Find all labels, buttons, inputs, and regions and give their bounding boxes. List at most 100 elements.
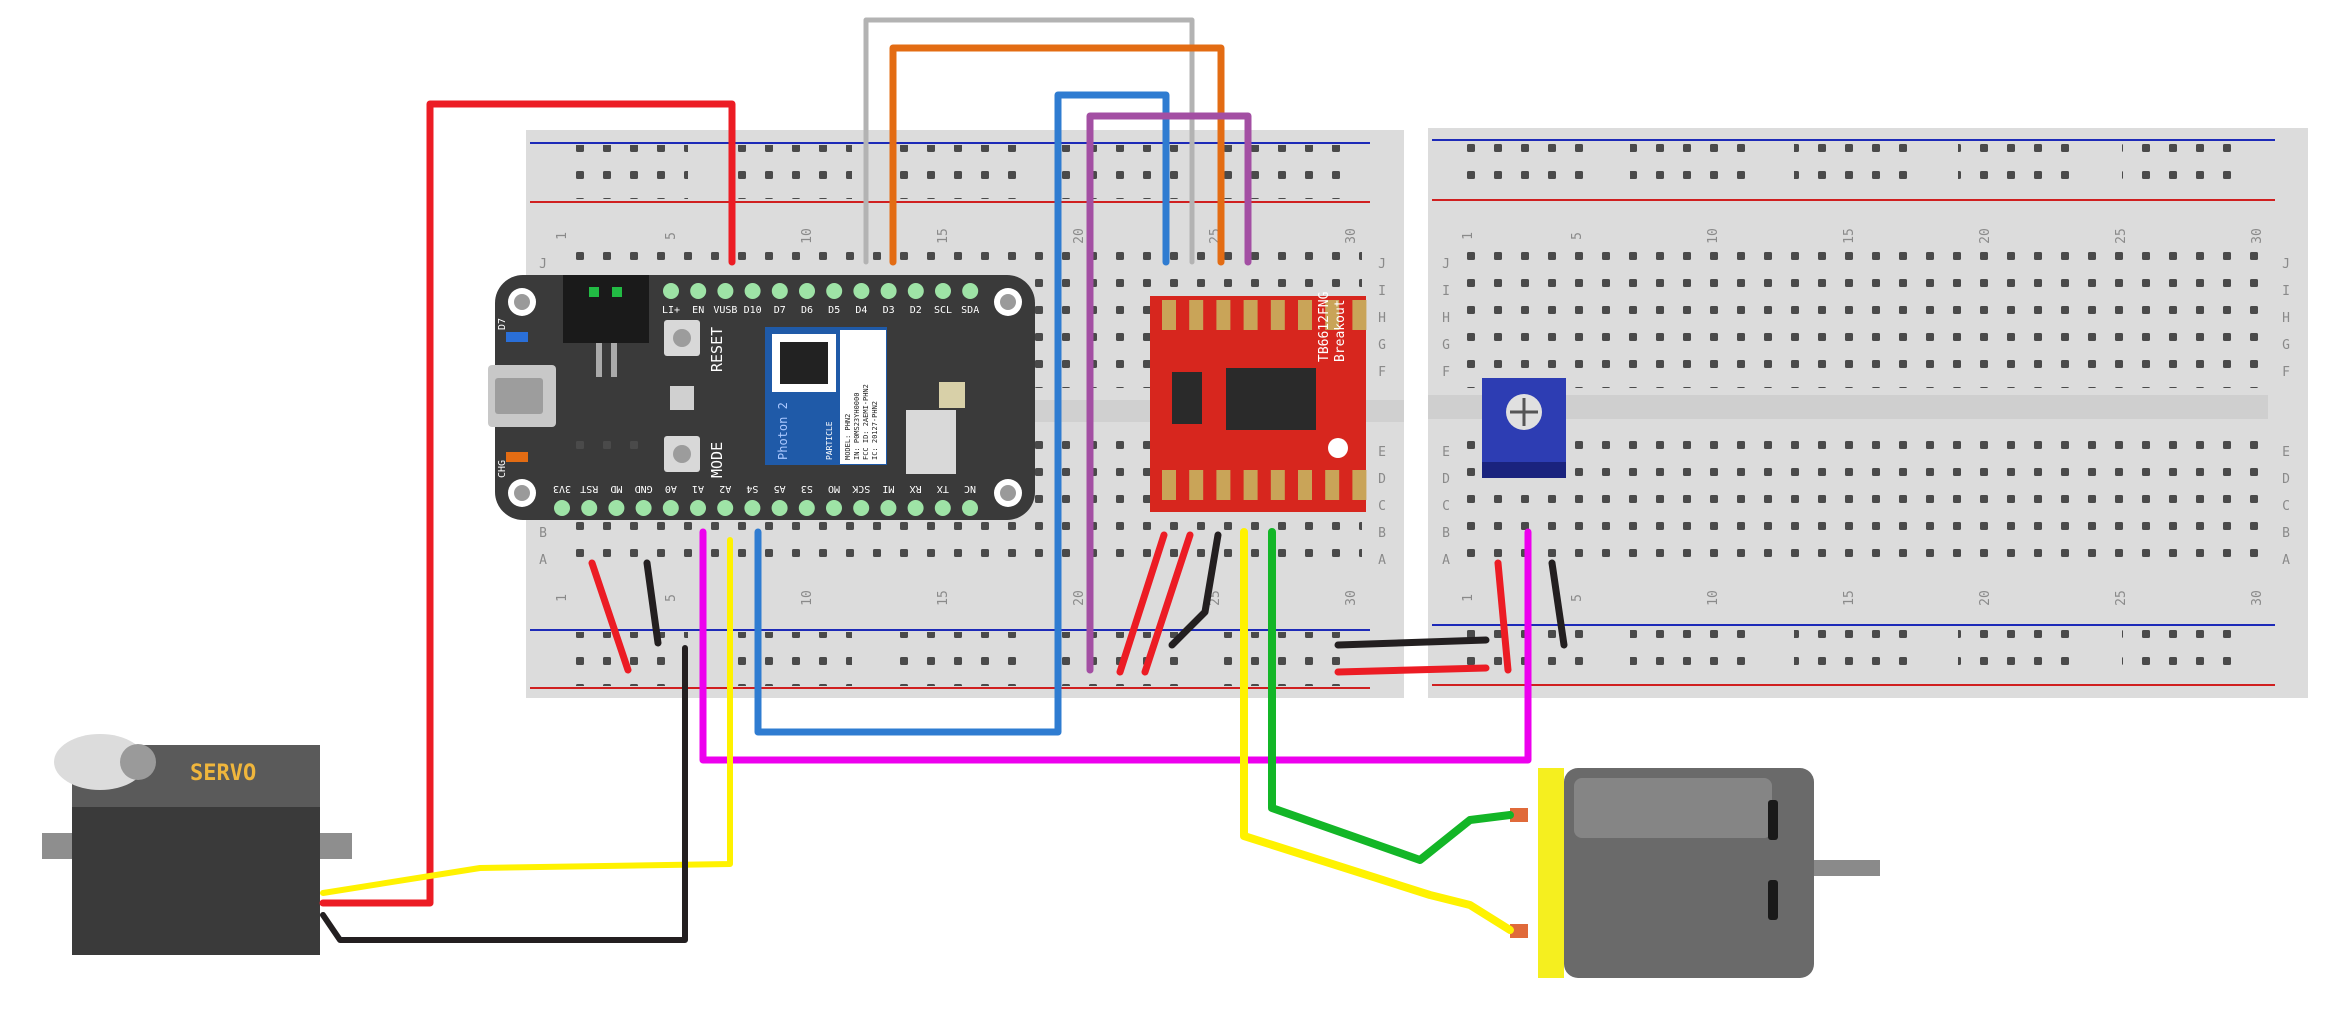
pin-bottom [744,500,761,516]
pin-label: MD [610,483,622,494]
pin-bottom [853,500,870,516]
debug-header [566,432,638,460]
rail-holes-bottom-right [1466,628,2248,682]
dc-motor [1510,768,1880,978]
wire-black-jumper-1 [643,559,662,647]
row-letter: B [1378,526,1386,541]
row-letter: H [2282,311,2290,326]
module-name: Photon 2 [776,402,790,460]
servo-motor: SERVO [42,734,352,955]
pin-label: GND [635,483,653,494]
row-letter: F [1442,365,1450,380]
battery-connector [563,275,649,377]
driver-pad-top [1352,300,1367,330]
driver-regulator [1172,372,1202,424]
pin-bottom [934,500,951,516]
wire-magenta [699,528,1532,764]
row-letter: A [539,553,547,568]
row-letter: A [2282,553,2290,568]
row-letter: G [2282,338,2290,353]
wire-red-jumper-3 [1141,531,1194,676]
wire-green-motor [1268,528,1514,864]
module-line: IC: 20127-PHN2 [871,401,879,460]
column-number-bottom: 20 [1978,590,1993,606]
rail-holes-top [562,145,1344,199]
column-number-bottom: 1 [1461,594,1476,602]
pin-label: SCK [852,483,870,494]
wire-red-bridge [1334,664,1490,676]
column-number-top: 15 [1842,228,1857,244]
pin-label: NC [964,483,976,494]
column-number-bottom: 5 [664,594,679,602]
row-letter: C [2282,499,2290,514]
potentiometer[interactable] [1482,378,1566,478]
smd-component [939,382,965,408]
photon-module [765,327,887,465]
driver-pad-top [1298,300,1312,330]
pin-label: RST [580,483,598,494]
pin-top [744,283,761,299]
rail-holes-top-right [1466,142,2248,196]
wire-black-servo-gnd [320,645,688,943]
row-letter: I [2282,284,2290,299]
pin-top [962,283,979,299]
mode-button[interactable] [664,436,700,472]
row-letter: B [539,526,547,541]
driver-pad-bottom [1243,470,1258,500]
module-brand: PARTICLE [825,421,834,460]
wires [319,17,1568,943]
row-letter: H [1442,311,1450,326]
row-letter: C [1442,499,1450,514]
pin-label: A1 [692,483,704,494]
column-number-top: 10 [1706,228,1721,244]
driver-pad-bottom [1325,470,1340,500]
driver-pad-top [1270,300,1285,330]
antenna-pad [906,410,956,474]
chg-label: CHG [497,460,508,478]
wire-black-pot [1548,559,1568,649]
reset-button[interactable] [664,320,700,356]
column-number-top: 30 [2250,228,2265,244]
driver-pad-top [1189,300,1204,330]
terminal-holes-bottom-right [1466,436,2266,574]
pin-top [717,283,734,299]
column-number-top: 15 [936,228,951,244]
column-number-top: 30 [1344,228,1359,244]
row-letter: J [1378,257,1386,272]
column-number-top: 10 [800,228,815,244]
wire-orange [889,44,1225,266]
pin-bottom [771,500,788,516]
pin-label: D10 [744,305,762,316]
row-letter: C [1378,499,1386,514]
column-number-top: 5 [1570,232,1585,240]
wire-black-bridge [1334,636,1490,649]
pin-bottom [717,500,734,516]
pin-label: A2 [719,483,731,494]
d7-led [506,332,528,342]
pin-label: EN [692,305,704,316]
row-letter: A [1442,553,1450,568]
pin-top [663,283,679,299]
column-number-top: 20 [1072,228,1087,244]
wire-purple [1086,112,1252,674]
pin-label: D4 [855,305,867,316]
row-letter: A [1378,553,1386,568]
pin-label: MI [882,483,894,494]
row-letter: J [1442,257,1450,272]
column-number-bottom: 30 [2250,590,2265,606]
driver-pad-top [1325,300,1340,330]
pin-label: VUSB [713,305,737,316]
driver-pad-bottom [1216,470,1231,500]
pin-bottom [826,500,842,516]
driver-pad-top [1216,300,1231,330]
tb6612fng-breakout: TB6612FNGBreakout [1150,291,1367,512]
pin-label: RX [910,483,922,494]
row-letter: F [1378,365,1386,380]
pin-label: SCL [934,305,952,316]
row-letter: B [1442,526,1450,541]
pin-label: LI+ [662,305,680,316]
driver-chip [1226,368,1316,430]
pin-label: D2 [910,305,922,316]
pin-top [690,283,707,299]
